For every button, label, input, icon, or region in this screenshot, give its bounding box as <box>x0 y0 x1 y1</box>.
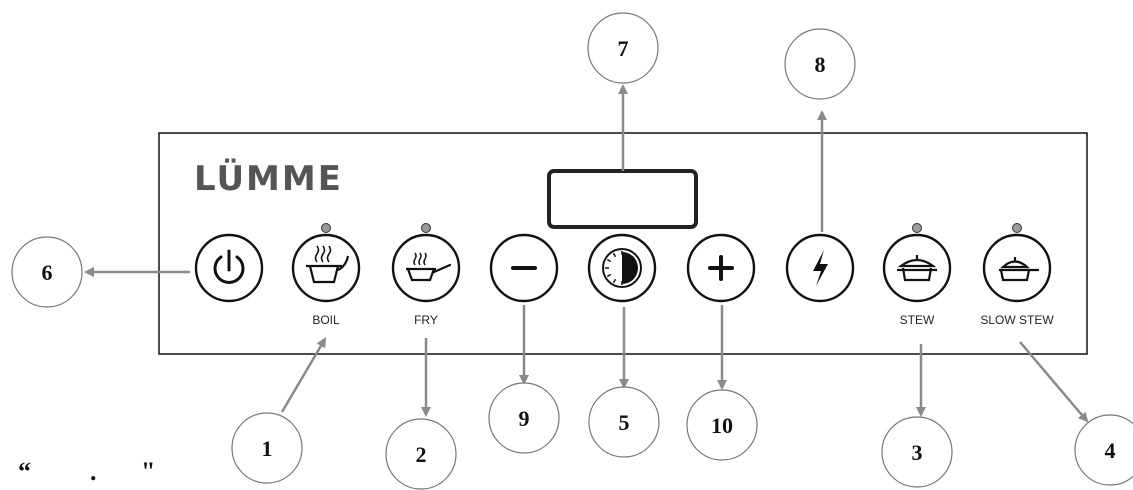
callout-10: 10 <box>686 389 758 461</box>
boil-indicator-led <box>321 223 331 233</box>
callout-1: 1 <box>231 412 303 484</box>
boil-button[interactable] <box>291 233 361 303</box>
callout-3-circle <box>881 416 953 488</box>
footer-glyph-open-quote: “ <box>18 457 31 486</box>
boil-label: BOIL <box>312 313 340 327</box>
callout-1-arrow <box>280 337 327 413</box>
stew-button-ring <box>882 233 952 303</box>
callout-10-number: 10 <box>711 413 733 438</box>
minus-button[interactable] <box>489 233 559 303</box>
callout-2: 2 <box>385 418 457 490</box>
callout-4-arrow <box>1019 341 1089 423</box>
callout-6-number: 6 <box>42 260 53 285</box>
callout-6: 6 <box>11 236 83 308</box>
callout-9: 9 <box>488 382 560 454</box>
callout-4-number: 4 <box>1105 438 1116 463</box>
slow-stew-button[interactable] <box>982 233 1052 303</box>
fry-label: FRY <box>414 313 438 327</box>
timer-icon <box>602 248 642 288</box>
buttons-layer: BOIL FRY STEW SLOW STEW <box>194 223 1054 327</box>
stew-button[interactable] <box>882 233 952 303</box>
stew-label: STEW <box>900 313 935 327</box>
frying-pan-icon <box>406 252 452 282</box>
callout-8-number: 8 <box>815 52 826 77</box>
callout-5: 5 <box>588 386 660 458</box>
callout-4: 4 <box>1074 414 1133 486</box>
power-button[interactable] <box>194 233 264 303</box>
callout-8-circle <box>784 28 856 100</box>
callout-3: 3 <box>881 416 953 488</box>
callout-9-circle <box>488 382 560 454</box>
stew-indicator-led <box>912 223 922 233</box>
callout-1-circle <box>231 412 303 484</box>
lightning-icon <box>813 250 828 286</box>
boost-button[interactable] <box>785 233 855 303</box>
brand-logo: LÜMME <box>194 158 343 199</box>
plus-button[interactable] <box>686 233 756 303</box>
fry-indicator-led <box>421 223 431 233</box>
slow-stew-label: SLOW STEW <box>980 313 1054 327</box>
timer-button[interactable] <box>587 233 657 303</box>
callout-4-circle <box>1074 414 1133 486</box>
footer-glyph-close-quote: " <box>141 457 155 486</box>
fry-button[interactable] <box>391 233 461 303</box>
callouts-layer: 1 2 3 4 5 6 7 8 9 10 <box>11 12 1133 490</box>
callout-7-number: 7 <box>618 36 629 61</box>
boil-button-ring <box>291 233 361 303</box>
callout-8: 8 <box>784 28 856 100</box>
boil-pot-icon <box>306 245 350 284</box>
footer-glyph-period: . <box>90 457 97 486</box>
power-icon <box>213 249 245 284</box>
stew-pot-icon <box>897 255 937 282</box>
callout-9-number: 9 <box>519 406 530 431</box>
display-window <box>547 169 698 229</box>
callout-5-circle <box>588 386 660 458</box>
callout-1-number: 1 <box>262 436 273 461</box>
plus-icon <box>708 255 734 281</box>
callout-7: 7 <box>587 12 659 84</box>
slow-stew-indicator-led <box>1012 223 1022 233</box>
callout-10-circle <box>686 389 758 461</box>
callout-6-circle <box>11 236 83 308</box>
callout-2-circle <box>385 418 457 490</box>
arrows-layer <box>84 84 1089 423</box>
callout-3-number: 3 <box>912 440 923 465</box>
callout-2-number: 2 <box>416 442 427 467</box>
callout-7-circle <box>587 12 659 84</box>
callout-5-number: 5 <box>619 410 630 435</box>
slow-stew-pan-icon <box>999 257 1039 282</box>
